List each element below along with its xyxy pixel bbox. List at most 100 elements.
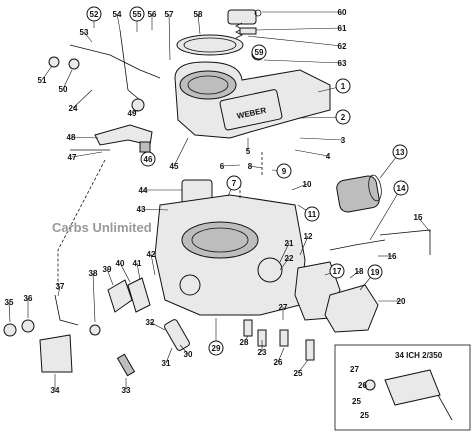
part-label-37: 37	[56, 282, 65, 291]
part-label-42: 42	[147, 250, 156, 259]
part-label-15: 15	[414, 213, 423, 222]
cap-bolt	[254, 9, 262, 17]
inset-label-25: 25	[360, 411, 369, 420]
pump-rod-15	[379, 229, 431, 255]
part-label-56: 56	[148, 10, 157, 19]
part-label-21: 21	[285, 239, 294, 248]
label-circle-55	[129, 6, 145, 22]
part-label-29: 29	[212, 344, 221, 353]
part-label-20: 20	[397, 297, 406, 306]
part-label-31: 31	[162, 359, 171, 368]
part-label-39: 39	[103, 265, 112, 274]
inset-frame	[334, 344, 471, 431]
assembly-guide-left	[57, 159, 106, 290]
leader-line-6	[221, 164, 241, 167]
leader-line-49	[131, 109, 139, 114]
leader-line-3	[299, 137, 344, 141]
main-venturi	[181, 221, 259, 259]
label-circle-46	[140, 151, 156, 167]
leader-line-45	[173, 137, 189, 167]
leader-line-15	[417, 216, 431, 233]
part-label-35: 35	[5, 298, 14, 307]
part-label-2: 2	[341, 113, 346, 122]
inset-label-27: 27	[350, 365, 359, 374]
leader-line-62	[247, 35, 343, 47]
label-circle-17	[329, 263, 345, 279]
fuel-inlet-cap	[227, 9, 257, 25]
label-circle-13	[392, 144, 408, 160]
part-label-5: 5	[246, 147, 251, 156]
screw-33	[116, 353, 136, 377]
leader-line-25	[297, 359, 309, 374]
part-label-16: 16	[388, 252, 397, 261]
spring-49	[131, 98, 145, 112]
throttle-lever-41	[127, 277, 151, 313]
label-circle-52	[86, 6, 102, 22]
part-label-26: 26	[274, 358, 283, 367]
part-label-41: 41	[133, 259, 142, 268]
leader-line-4	[294, 149, 329, 157]
part-label-61: 61	[338, 24, 347, 33]
part-label-51: 51	[38, 76, 47, 85]
part-label-57: 57	[165, 10, 174, 19]
label-circle-29	[208, 340, 224, 356]
nut-51	[48, 56, 60, 68]
label-circle-7	[226, 175, 242, 191]
inset-label-25: 25	[352, 397, 361, 406]
bracket-34	[39, 334, 73, 373]
part-label-25: 25	[294, 369, 303, 378]
leader-line-43	[140, 208, 169, 211]
fuel-filter-13	[336, 175, 380, 213]
choke-plate	[187, 75, 229, 95]
leader-line-8	[249, 165, 263, 169]
part-label-23: 23	[258, 348, 267, 357]
part-label-49: 49	[128, 109, 137, 118]
leader-line-50	[62, 69, 73, 90]
part-label-50: 50	[59, 85, 68, 94]
leader-line-38	[92, 272, 96, 323]
leader-line-22	[279, 257, 290, 271]
inset-caption: 34 ICH 2/350	[395, 351, 443, 360]
part-label-14: 14	[397, 184, 406, 193]
leader-line-63	[263, 59, 343, 64]
spring-62	[235, 22, 243, 39]
washer-36	[21, 319, 35, 333]
label-circle-14	[393, 180, 409, 196]
leader-line-21	[279, 242, 290, 263]
part-label-30: 30	[184, 350, 193, 359]
leader-line-37	[57, 285, 61, 297]
part-label-36: 36	[24, 294, 33, 303]
part-label-24: 24	[69, 104, 78, 113]
solenoid-tip	[364, 379, 376, 391]
idle-jet-housing	[257, 257, 283, 283]
bolt-46	[139, 141, 151, 153]
choke-lever	[69, 44, 161, 79]
throttle-spindle	[179, 274, 201, 296]
washer-50	[68, 58, 80, 70]
part-label-13: 13	[396, 148, 405, 157]
part-label-17: 17	[333, 267, 342, 276]
part-label-3: 3	[341, 136, 346, 145]
label-circle-59	[251, 44, 267, 60]
leader-line-39	[106, 268, 114, 286]
part-label-45: 45	[170, 162, 179, 171]
part-label-18: 18	[355, 267, 364, 276]
leader-line-51	[41, 65, 53, 81]
part-label-19: 19	[371, 268, 380, 277]
solenoid-wire	[437, 394, 453, 421]
inset-label-26: 26	[358, 381, 367, 390]
label-circle-2	[335, 109, 351, 125]
part-label-22: 22	[285, 254, 294, 263]
jet-26	[279, 329, 289, 347]
part-label-38: 38	[89, 269, 98, 278]
leader-line-32	[149, 321, 166, 331]
part-label-4: 4	[326, 152, 331, 161]
washer-38	[89, 324, 101, 336]
leader-line-42	[150, 253, 156, 276]
leader-line-24	[72, 89, 93, 109]
part-label-48: 48	[67, 133, 76, 142]
lever-37	[54, 294, 79, 326]
leader-line-58	[197, 13, 201, 35]
plate-61	[239, 27, 257, 35]
